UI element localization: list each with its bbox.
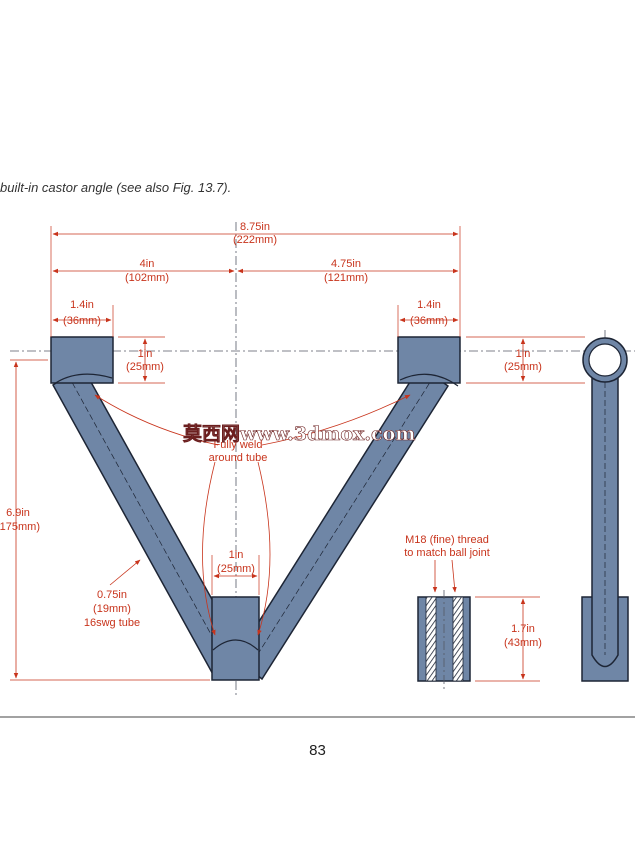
right-mount-block bbox=[397, 336, 461, 384]
right-weld bbox=[399, 373, 459, 387]
side-view-upright bbox=[581, 337, 629, 682]
tube-note-line-3: 16swg tube bbox=[84, 617, 140, 629]
thread-note-line-2: to match ball joint bbox=[404, 547, 490, 559]
weld-note-line-1: Fully weld bbox=[214, 439, 263, 451]
left-span-metric: (102mm) bbox=[125, 272, 169, 284]
ball-joint-height-metric: (43mm) bbox=[504, 637, 542, 649]
tube-note-line-1: 0.75in bbox=[97, 589, 127, 601]
overall-width-label: 8.75in bbox=[240, 221, 270, 233]
ball-joint-height-label: 1.7in bbox=[511, 623, 535, 635]
right-arm-tube bbox=[235, 364, 450, 681]
extension-lines bbox=[10, 226, 585, 682]
right-block-height-label: 1in bbox=[516, 348, 531, 360]
watermark: 莫西网www.3dmox.com bbox=[183, 422, 415, 445]
dimension-labels: 8.75in (222mm) 4in (102mm) 4.75in (121mm… bbox=[0, 221, 542, 649]
right-span-label: 4.75in bbox=[331, 258, 361, 270]
overall-height-metric: (175mm) bbox=[0, 521, 40, 533]
bottom-block-width-label: 1in bbox=[229, 549, 244, 561]
annotations: Fully weld around tube 0.75in (19mm) 16s… bbox=[84, 439, 490, 629]
right-block-height-metric: (25mm) bbox=[504, 361, 542, 373]
left-span-label: 4in bbox=[140, 258, 155, 270]
tube-note-line-2: (19mm) bbox=[93, 603, 131, 615]
right-span-metric: (121mm) bbox=[324, 272, 368, 284]
weld-note-line-2: around tube bbox=[209, 452, 268, 464]
left-block-width-metric: (36mm) bbox=[63, 315, 101, 327]
leader-lines bbox=[94, 394, 457, 636]
bottom-block bbox=[211, 596, 260, 681]
left-block-width-label: 1.4in bbox=[70, 299, 94, 311]
left-block-height-metric: (25mm) bbox=[126, 361, 164, 373]
right-block-width-metric: (36mm) bbox=[410, 315, 448, 327]
overall-height-label: 6.9in bbox=[6, 507, 30, 519]
dimension-lines bbox=[13, 231, 526, 680]
left-weld bbox=[53, 373, 113, 385]
ball-joint-block bbox=[417, 590, 471, 690]
overall-width-metric: (222mm) bbox=[233, 234, 277, 246]
thread-note-line-1: M18 (fine) thread bbox=[405, 534, 489, 546]
figure-caption: built-in castor angle (see also Fig. 13.… bbox=[0, 180, 232, 195]
right-block-width-label: 1.4in bbox=[417, 299, 441, 311]
bottom-block-width-metric: (25mm) bbox=[217, 563, 255, 575]
left-block-height-label: 1in bbox=[138, 348, 153, 360]
page-number: 83 bbox=[309, 742, 326, 759]
